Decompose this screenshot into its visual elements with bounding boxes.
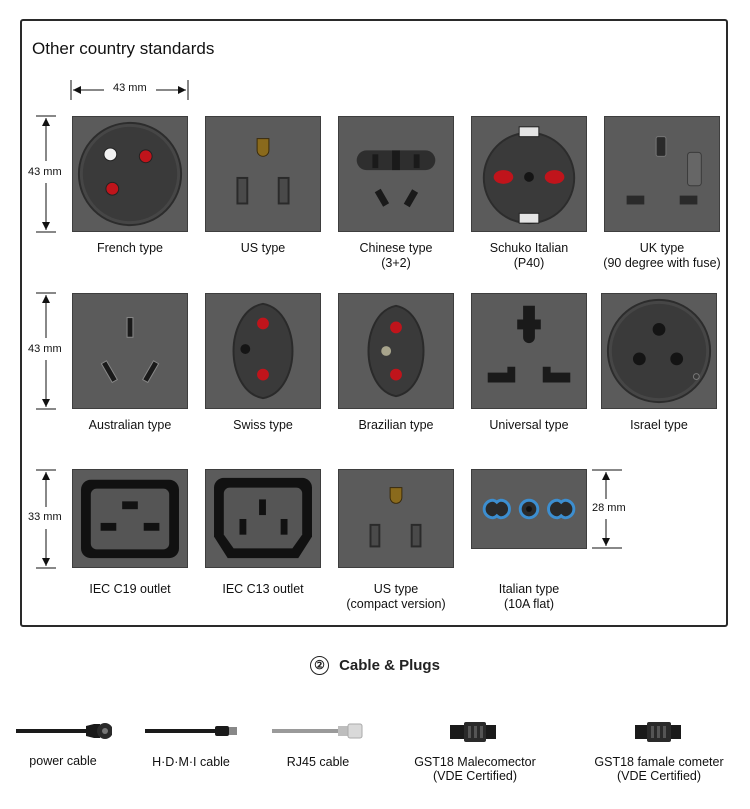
caption-us: US type xyxy=(240,241,286,255)
caption-french: French type xyxy=(96,241,163,255)
chinese-socket-image xyxy=(338,116,454,232)
iec-c19-socket-image xyxy=(72,469,188,568)
caption-power-cable: power cable xyxy=(29,754,97,768)
swiss-socket-image xyxy=(205,293,321,409)
schuko-italian-socket-image xyxy=(471,116,587,232)
row3-height-arrow xyxy=(36,469,56,569)
row2-height-label: 43 mm xyxy=(28,343,62,355)
power-cable-icon xyxy=(16,723,112,739)
gst18-male-connector-icon xyxy=(450,722,496,742)
italian-height-arrow xyxy=(592,469,622,549)
french-socket-image xyxy=(72,116,188,232)
caption-uk: UK type(90 degree with fuse) xyxy=(603,241,721,270)
caption-universal: Universal type xyxy=(489,418,569,432)
width-dimension-label: 43 mm xyxy=(113,82,147,94)
caption-gst18-female: GST18 famale cometer(VDE Certified) xyxy=(594,755,724,783)
caption-schuko-italian: Schuko Italian(P40) xyxy=(489,241,569,270)
hdmi-cable-icon xyxy=(145,726,237,736)
width-dimension-arrow xyxy=(70,80,189,100)
brazilian-socket-image xyxy=(338,293,454,409)
australian-socket-image xyxy=(72,293,188,409)
iec-c13-socket-image xyxy=(205,469,321,568)
caption-iec-c19: IEC C19 outlet xyxy=(89,582,171,596)
gst18-female-connector-icon xyxy=(635,722,681,742)
italian-flat-socket-image xyxy=(471,469,587,549)
caption-italian-flat: Italian type(10A flat) xyxy=(498,582,560,611)
caption-gst18-male: GST18 Malecomector(VDE Certified) xyxy=(414,755,536,783)
row1-height-arrow xyxy=(36,115,56,233)
row3-height-label: 33 mm xyxy=(28,511,62,523)
caption-hdmi-cable: H·D·M·I cable xyxy=(152,755,230,769)
caption-rj45-cable: RJ45 cable xyxy=(286,755,350,769)
row2-height-arrow xyxy=(36,292,56,410)
caption-brazilian: Brazilian type xyxy=(358,418,434,432)
us-compact-socket-image xyxy=(338,469,454,568)
rj45-cable-icon xyxy=(272,723,363,739)
caption-chinese: Chinese type(3+2) xyxy=(359,241,433,270)
other-standards-panel xyxy=(20,19,728,627)
italian-height-label: 28 mm xyxy=(592,502,626,514)
cable-section-title: Cable & Plugs xyxy=(339,657,440,674)
israel-socket-image xyxy=(601,293,717,409)
cable-section-heading: ② Cable & Plugs xyxy=(0,656,750,675)
caption-swiss: Swiss type xyxy=(233,418,293,432)
caption-israel: Israel type xyxy=(630,418,688,432)
row1-height-label: 43 mm xyxy=(28,166,62,178)
caption-us-compact: US type(compact version) xyxy=(346,582,446,611)
caption-iec-c13: IEC C13 outlet xyxy=(222,582,304,596)
uk-socket-image xyxy=(604,116,720,232)
universal-socket-image xyxy=(471,293,587,409)
us-socket-image xyxy=(205,116,321,232)
caption-australian: Australian type xyxy=(88,418,172,432)
section-number-badge: ② xyxy=(310,656,330,675)
section-title: Other country standards xyxy=(32,39,215,58)
